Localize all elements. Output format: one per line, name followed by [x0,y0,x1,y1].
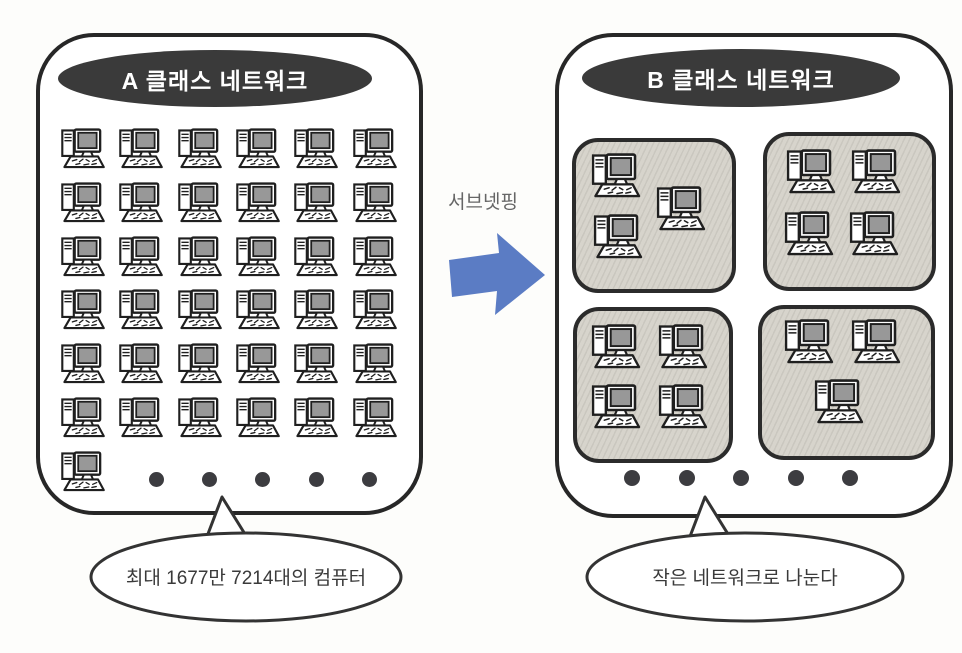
computer-icon [118,342,164,385]
computer-icon [118,396,164,439]
computer-icon [352,235,398,278]
computer-icon [235,342,281,385]
ellipsis-dot [624,470,640,486]
computer-icon [657,323,709,370]
bubble-oval [89,531,403,623]
computer-icon [293,396,339,439]
computer-icon [118,127,164,170]
computer-icon [352,181,398,224]
ellipsis-dot [149,472,164,487]
ellipsis-dot [361,472,377,487]
computer-icon [783,318,835,365]
computer-icon [60,181,106,224]
ellipsis-dot [308,472,324,487]
computer-icon [655,185,707,232]
subnet-bottom-left [573,307,733,463]
computer-icon [293,288,339,331]
computer-icon [293,127,339,170]
computer-icon [177,181,223,224]
right-arrow-icon [449,233,545,315]
computer-icon [352,288,398,331]
computer-icon [118,288,164,331]
ellipsis-dot [678,470,695,486]
computer-icon [850,318,902,365]
computer-icon [293,181,339,224]
ellipsis-dot [842,470,858,486]
computer-icon [352,127,398,170]
computer-icon [177,127,223,170]
ellipsis-dot [787,470,804,486]
computer-icon [235,396,281,439]
computer-icon [235,288,281,331]
computer-icon [293,342,339,385]
computer-icon [783,210,835,257]
computer-icon [177,235,223,278]
computer-icon [813,378,865,425]
computer-icon [118,181,164,224]
computer-icon [60,342,106,385]
computer-icon [352,342,398,385]
computer-icon [850,148,902,195]
class-a-caption: 최대 1677만 7214대의 컴퓨터 [126,567,366,589]
computer-icon [235,127,281,170]
class-b-network-box: B 클래스 네트워크 [555,33,953,518]
bubble-oval [585,531,905,623]
class-b-title: B 클래스 네트워크 [647,67,835,93]
computer-icon [60,288,106,331]
ellipsis-dot [202,472,218,487]
computer-icon [590,323,642,370]
computer-icon [352,396,398,439]
class-a-caption-bubble: 최대 1677만 7214대의 컴퓨터 [89,495,403,623]
class-b-caption: 작은 네트워크로 나눈다 [652,567,837,589]
computer-icon [60,396,106,439]
subnet-top-right [763,132,936,291]
computer-icon [118,235,164,278]
computer-icon [590,152,642,199]
class-b-caption-bubble: 작은 네트워크로 나눈다 [585,495,905,623]
computer-icon [235,181,281,224]
ellipsis-dot [255,472,271,487]
ellipsis-dot [733,470,749,486]
subnetting-label: 서브넷핑 [448,192,518,213]
computer-icon [590,383,642,430]
class-a-title-pill: A 클래스 네트워크 [58,50,372,107]
computer-icon [848,210,900,257]
computer-icon [592,213,644,260]
computer-icon [177,396,223,439]
class-a-title: A 클래스 네트워크 [121,67,309,94]
computer-icon [785,148,837,195]
computer-icon [657,383,709,430]
computer-icon [60,127,106,170]
subnet-bottom-right [758,305,935,460]
subnet-top-left [572,138,736,293]
computer-icon [177,342,223,385]
class-b-title-pill: B 클래스 네트워크 [582,49,900,107]
computer-icon [293,235,339,278]
computer-icon [177,288,223,331]
class-a-network-box: A 클래스 네트워크 [36,33,423,515]
computer-icon [60,235,106,278]
computer-icon [60,450,106,493]
computer-icon [235,235,281,278]
right-arrow-shape [449,233,545,315]
